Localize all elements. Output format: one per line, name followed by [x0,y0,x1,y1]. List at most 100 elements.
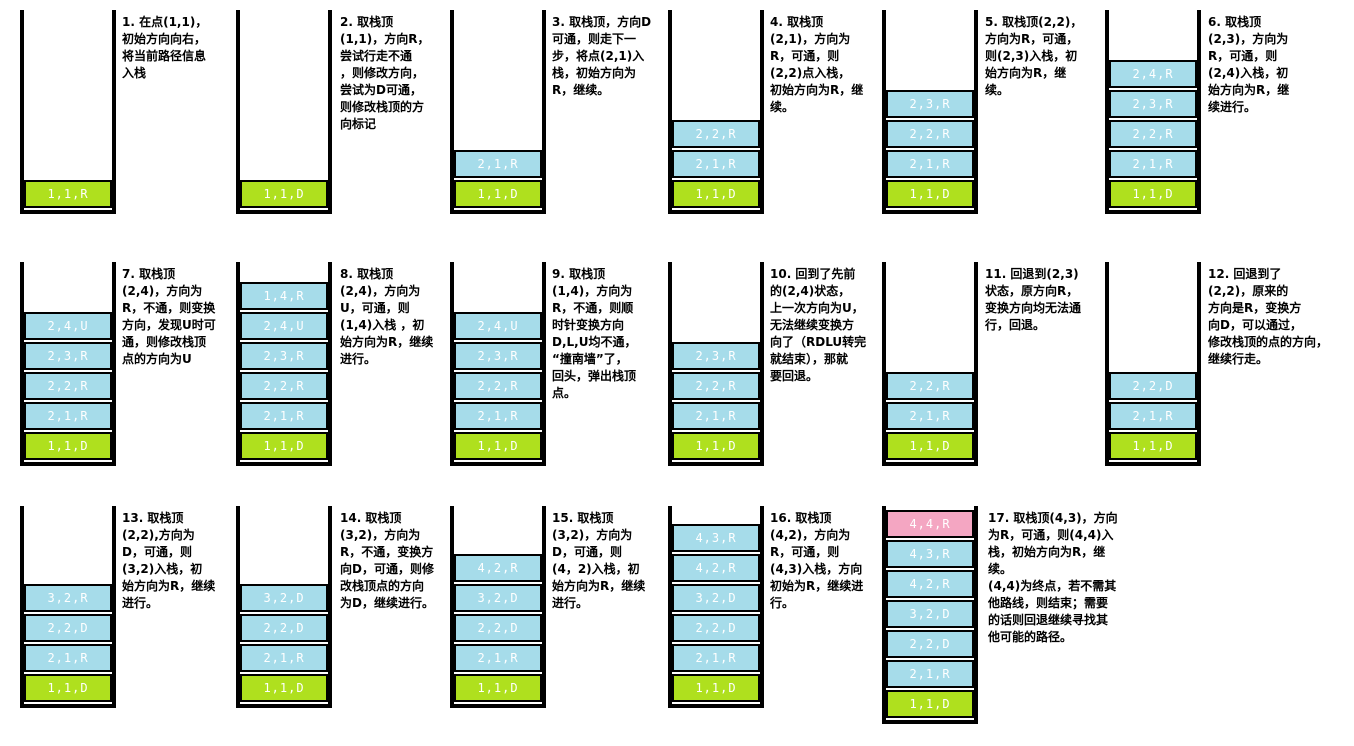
stack-container: 1,1,R [20,10,116,214]
stack-cell: 2,2,D [1109,372,1197,400]
stack-cell: 2,3,R [24,342,112,370]
stack-cell: 2,2,D [454,614,542,642]
stack-cell: 3,2,D [672,584,760,612]
stack-cell: 1,1,D [240,674,328,702]
stack-cell: 1,1,D [672,432,760,460]
stack-cell: 2,2,R [886,372,974,400]
step-caption: 1. 在点(1,1)， 初始方向向右， 将当前路径信息 入栈 [122,15,208,80]
stack-cell: 2,3,R [672,342,760,370]
stack-cell: 1,1,D [240,180,328,208]
stack-cell: 2,1,R [1109,402,1197,430]
stack-cell: 1,1,D [454,432,542,460]
stack-cell: 2,1,R [454,644,542,672]
stack-cell: 3,2,D [886,600,974,628]
stack-cell: 1,1,R [24,180,112,208]
stack-cell: 2,2,R [24,372,112,400]
stack-cell: 2,1,R [24,402,112,430]
step-caption: 5. 取栈顶(2,2)， 方向为R，可通， 则(2,3)入栈，初 始方向为R，继… [985,15,1083,97]
stack-cell: 4,2,R [886,570,974,598]
stack-cell: 2,4,R [1109,60,1197,88]
step-caption: 13. 取栈顶 (2,2),方向为 D，可通，则 (3,2)入栈，初 始方向为R… [122,511,216,610]
stack-cell: 1,1,D [1109,432,1197,460]
stack-cell: 2,2,R [886,120,974,148]
stack-cell: 1,1,D [1109,180,1197,208]
stack-cell: 2,3,R [1109,90,1197,118]
stack-cell: 1,1,D [240,432,328,460]
step-caption: 14. 取栈顶 (3,2)，方向为 R，不通，变换方 向D，可通，则修 改栈顶点… [340,511,434,610]
stack-cell: 3,2,R [24,584,112,612]
stack-cell: 1,1,D [454,674,542,702]
step-caption: 6. 取栈顶 (2,3)，方向为 R，可通，则 (2,4)入栈，初 始方向为R，… [1208,15,1290,114]
stack-cell: 2,1,R [454,150,542,178]
stack-cell: 1,1,D [24,674,112,702]
step-caption: 16. 取栈顶 (4,2)，方向为 R，可通，则 (4,3)入栈，方向 初始为R… [770,511,864,610]
step-caption: 11. 回退到(2,3) 状态，原方向R， 变换方向均无法通 行，回退。 [985,267,1082,332]
stack-cell: 1,1,D [886,690,974,718]
stack-cell: 2,1,R [240,644,328,672]
stack-cell: 2,2,R [240,372,328,400]
stack-cell: 4,3,R [886,540,974,568]
stack-cell: 2,1,R [1109,150,1197,178]
stack-cell: 4,2,R [672,554,760,582]
stack-cell: 1,1,D [672,674,760,702]
stack-cell: 2,1,R [672,402,760,430]
stack-cell: 1,1,D [886,432,974,460]
stack-cell: 2,4,U [240,312,328,340]
stack-cell: 3,2,D [240,584,328,612]
stack-cell: 2,2,R [672,120,760,148]
stack-cell: 2,2,D [672,614,760,642]
stack-cell: 2,1,R [672,150,760,178]
stack-cell: 2,3,R [240,342,328,370]
stack-cell: 1,1,D [886,180,974,208]
step-caption: 3. 取栈顶，方向D 可通，则走下一 步，将点(2,1)入 栈，初始方向为 R，… [552,15,652,97]
stack-cell: 1,1,D [454,180,542,208]
stack-cell: 2,1,R [24,644,112,672]
stack-cell: 3,2,D [454,584,542,612]
stack-cell: 1,4,R [240,282,328,310]
step-caption: 4. 取栈顶 (2,1)，方向为 R，可通，则 (2,2)点入栈， 初始方向为R… [770,15,864,114]
step-caption: 17. 取栈顶(4,3)，方向 为R，可通，则(4,4)入 栈，初始方向为R，继… [988,511,1118,644]
stack-cell: 2,2,R [1109,120,1197,148]
step-caption: 7. 取栈顶 (2,4)，方向为 R，不通，则变换 方向，发现U时可 通，则修改… [122,267,216,366]
step-caption: 9. 取栈顶 (1,4)，方向为 R，不通，则顺 时针变换方向 D,L,U均不通… [552,267,637,400]
step-caption: 2. 取栈顶 (1,1)，方向R， 尝试行走不通 ，则修改方向， 尝试为D可通，… [340,15,430,131]
stack-cell: 2,4,U [454,312,542,340]
stack-cell: 2,4,U [24,312,112,340]
stack-container: 1,1,D [236,10,332,214]
stack-cell: 2,2,R [454,372,542,400]
stack-cell: 2,2,R [672,372,760,400]
stack-cell: 2,1,R [240,402,328,430]
step-caption: 15. 取栈顶 (3,2)，方向为 D，可通，则 (4，2)入栈，初 始方向为R… [552,511,646,610]
step-caption: 8. 取栈顶 (2,4)，方向为 U，可通，则 (1,4)入栈 ，初 始方向为R… [340,267,434,366]
step-caption: 12. 回退到了 (2,2)，原来的 方向是R，变换方 向D，可以通过， 修改栈… [1208,267,1329,366]
stack-cell: 4,2,R [454,554,542,582]
stack-cell: 2,1,R [672,644,760,672]
stack-cell: 2,2,D [24,614,112,642]
stack-cell: 2,2,D [886,630,974,658]
stack-cell: 4,4,R [886,510,974,538]
stack-cell: 2,1,R [886,402,974,430]
stack-cell: 4,3,R [672,524,760,552]
stack-cell: 1,1,D [672,180,760,208]
stack-cell: 2,2,D [240,614,328,642]
stack-cell: 2,1,R [886,150,974,178]
stack-cell: 2,3,R [886,90,974,118]
stack-cell: 2,1,R [886,660,974,688]
step-caption: 10. 回到了先前 的(2,4)状态， 上一次方向为U， 无法继续变换方 向了（… [770,267,867,383]
stack-cell: 2,1,R [454,402,542,430]
